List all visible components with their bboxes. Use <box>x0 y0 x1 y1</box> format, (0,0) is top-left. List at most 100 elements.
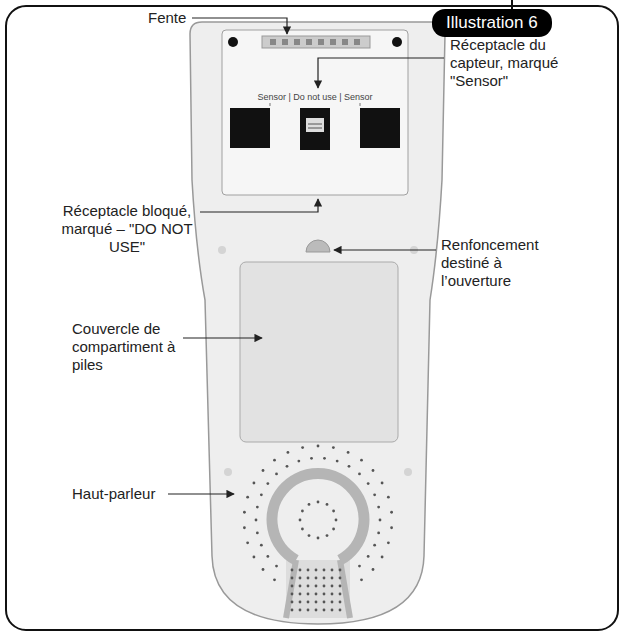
speaker-hole <box>387 496 390 499</box>
speaker-hole <box>315 569 318 572</box>
speaker-hole <box>339 609 342 612</box>
speaker-hole <box>347 451 350 454</box>
speaker-hole <box>358 565 361 568</box>
speaker-hole <box>323 577 326 580</box>
speaker-hole <box>260 544 263 547</box>
speaker-hole <box>286 465 289 468</box>
speaker-hole <box>315 585 318 588</box>
speaker-hole <box>390 526 393 529</box>
speaker-hole <box>315 601 318 604</box>
opening-recess <box>306 240 330 252</box>
speaker-hole <box>326 534 329 537</box>
speaker-hole <box>373 544 376 547</box>
speaker-hole <box>299 519 302 522</box>
slot-tooth <box>282 39 288 45</box>
leader-line <box>200 199 318 212</box>
speaker-hole <box>253 556 256 559</box>
speaker-hole <box>307 585 310 588</box>
speaker-hole <box>323 569 326 572</box>
speaker-hole <box>367 555 370 558</box>
speaker-hole <box>301 446 304 449</box>
speaker-hole <box>367 482 370 485</box>
speaker-hole <box>331 577 334 580</box>
speaker-hole <box>331 601 334 604</box>
speaker-hole <box>308 534 311 537</box>
speaker-hole <box>301 510 304 513</box>
speaker-hole <box>291 593 294 596</box>
speaker-hole <box>260 493 263 496</box>
speaker-hole <box>373 493 376 496</box>
hole <box>404 468 412 476</box>
port-line <box>308 124 322 125</box>
speaker-hole <box>291 577 294 580</box>
speaker-hole <box>256 531 259 534</box>
speaker-holes <box>243 445 393 612</box>
sensor-panel <box>222 30 408 195</box>
speaker-hole <box>387 541 390 544</box>
slot-teeth <box>270 39 360 45</box>
leader-line <box>334 249 436 250</box>
speaker-hole <box>299 593 302 596</box>
speaker-hole <box>299 601 302 604</box>
slot-tooth <box>318 39 324 45</box>
speaker-hole <box>307 601 310 604</box>
speaker-hole <box>360 459 363 462</box>
speaker-hole <box>339 585 342 588</box>
speaker-ring <box>272 474 364 560</box>
figure-title: Illustration 6 <box>432 9 552 37</box>
port-line <box>308 128 322 129</box>
speaker-hole <box>390 511 393 514</box>
speaker-hole <box>332 528 335 531</box>
speaker-hole <box>243 526 246 529</box>
slot-tooth <box>306 39 312 45</box>
speaker-hole <box>310 457 313 460</box>
speaker-hole <box>273 459 276 462</box>
device-marking: Sensor | Do not use | Sensor <box>215 92 415 103</box>
screw <box>228 37 238 47</box>
speaker-hole <box>299 585 302 588</box>
speaker-hole <box>291 601 294 604</box>
speaker-hole <box>332 510 335 513</box>
speaker-hole <box>243 511 246 514</box>
speaker-hole <box>291 569 294 572</box>
hole <box>218 246 226 254</box>
speaker-stem <box>340 560 350 618</box>
speaker-hole <box>332 446 335 449</box>
device-body <box>190 22 445 624</box>
speaker-hole <box>287 451 290 454</box>
speaker-stem <box>286 560 296 618</box>
outer-frame <box>6 6 618 630</box>
speaker-hole <box>323 601 326 604</box>
hole <box>224 468 232 476</box>
blocked-receptacle <box>300 108 330 150</box>
speaker-hole <box>323 609 326 612</box>
speaker-hole <box>301 528 304 531</box>
speaker-hole <box>307 593 310 596</box>
speaker-hole <box>358 473 361 476</box>
speaker-hole <box>315 593 318 596</box>
part-label: Couvercle de compartiment à piles <box>72 320 180 374</box>
part-label: Renfoncement destiné à l’ouverture <box>441 236 561 290</box>
speaker-hole <box>299 577 302 580</box>
speaker-hole <box>381 556 384 559</box>
speaker-hole <box>256 506 259 509</box>
speaker-hole <box>336 460 339 463</box>
speaker-hole <box>266 482 269 485</box>
speaker-hole <box>317 501 320 504</box>
speaker-hole <box>379 519 382 522</box>
speaker-hole <box>372 568 375 571</box>
slot-tooth <box>354 39 360 45</box>
leader-line <box>318 58 444 88</box>
speaker-hole <box>331 569 334 572</box>
bracket-tick <box>270 103 271 106</box>
speaker-hole <box>307 609 310 612</box>
speaker-hole <box>331 593 334 596</box>
speaker-hole <box>273 578 276 581</box>
speaker-hole <box>291 609 294 612</box>
speaker-hole <box>299 569 302 572</box>
slot-tooth <box>270 39 276 45</box>
speaker-hole <box>246 496 249 499</box>
speaker-hole <box>315 577 318 580</box>
speaker-hole <box>348 465 351 468</box>
part-label: Haut-parleur <box>72 485 155 503</box>
